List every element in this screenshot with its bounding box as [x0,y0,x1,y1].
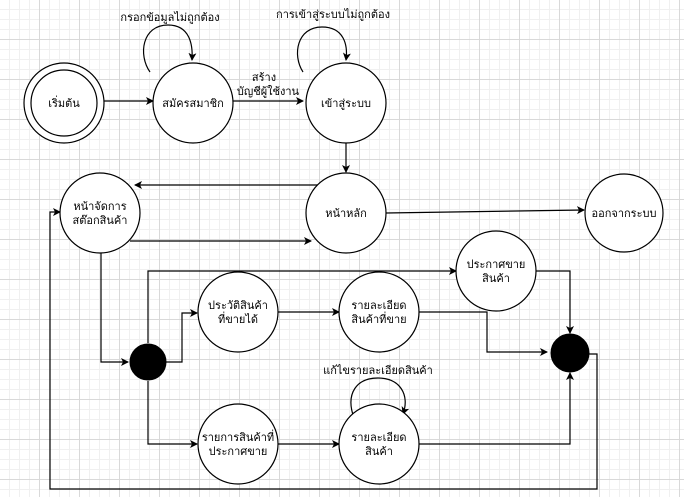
state-item-detail: รายละเอียด สินค้า [338,403,420,485]
label-login-invalid: การเข้าสู่ระบบไม่ถูกต้อง [276,8,390,21]
state-register: สมัครสมาชิก [152,62,234,144]
edge-home-to-logout [385,206,585,215]
state-listed-items: รายการสินค้าที่ ประกาศขาย [197,403,279,485]
state-home: หน้าหลัก [305,172,387,254]
state-sold-history-label-line1: ประวัติสินค้า [208,299,268,312]
state-stock: หน้าจัดการ สต๊อกสินค้า [59,172,141,254]
label-register-invalid: กรอกข้อมูลไม่ถูกต้อง [120,11,219,24]
edge-junction-to-sold-history [165,309,198,363]
edge-junction-back-to-stock [49,208,598,490]
state-stock-label-line1: หน้าจัดการ [73,200,126,213]
edge-sold-detail-to-junction [419,311,548,356]
state-start: เริ่มต้น [23,62,105,144]
junction-merge [550,333,590,373]
state-stock-label-line2: สต๊อกสินค้า [73,214,128,227]
state-logout: ออกจากระบบ [584,173,664,253]
state-home-label: หน้าหลัก [325,207,367,220]
state-sold-detail-label-line2: สินค้าที่ขาย [351,311,406,326]
edge-announce-to-junction [536,270,574,334]
edge-register-self-loop [142,24,197,73]
edge-login-self-loop [296,26,351,73]
state-listed-items-label-line1: รายการสินค้าที่ [202,429,274,444]
state-sold-history: ประวัติสินค้า ที่ขายได้ [197,271,279,353]
state-item-detail-label-line2: สินค้า [365,445,393,458]
state-announce-label-line2: สินค้า [482,272,510,285]
label-create-account-line1: สร้าง [252,71,276,84]
state-login-label: เข้าสู่ระบบ [321,97,371,110]
edge-item-detail-self-loop [350,377,410,419]
state-sold-history-label-line2: ที่ขายได้ [218,311,258,326]
state-register-label: สมัครสมาชิก [162,97,224,110]
edge-stock-to-junction [100,253,129,366]
state-item-detail-label-line1: รายละเอียด [351,431,406,444]
state-sold-detail: รายละเอียด สินค้าที่ขาย [338,271,420,353]
state-sold-detail-label-line1: รายละเอียด [351,299,406,312]
label-edit-item: แก้ไขรายละเอียดสินค้า [323,364,433,377]
state-announce: ประกาศขาย สินค้า [455,230,537,312]
edge-junction-to-announce [147,267,457,343]
edge-junction-to-listed [147,381,198,448]
label-create-account-line2: บัญชีผู้ใช้งาน [237,85,300,98]
junction-fork [129,343,167,381]
state-announce-label-line1: ประกาศขาย [467,258,526,271]
edge-item-detail-to-junction [419,372,574,445]
state-login: เข้าสู่ระบบ [305,62,387,144]
state-listed-items-label-line2: ประกาศขาย [209,445,268,458]
state-logout-label: ออกจากระบบ [592,207,657,220]
transitions [49,24,598,490]
state-start-label: เริ่มต้น [48,95,80,110]
